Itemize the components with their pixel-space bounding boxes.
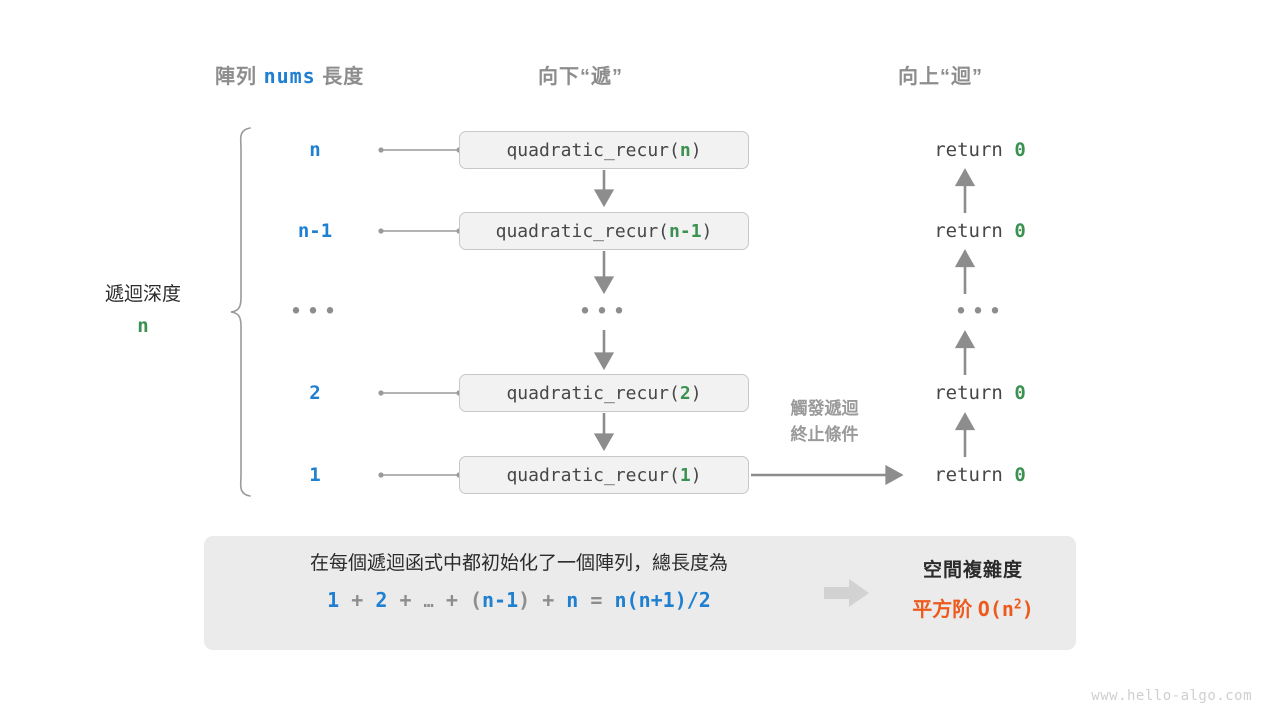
recursion-depth-text: 遞迴深度 <box>104 284 181 305</box>
formula-op-2: + <box>399 587 412 612</box>
summary-right-block: 空間複雜度 平方阶 O(n2) <box>880 555 1066 622</box>
termination-note-line1: 觸發遞迴 <box>790 399 859 418</box>
header-array-nums: nums <box>263 64 316 88</box>
return-statement: return 0 <box>880 139 1080 161</box>
formula-term-1: 1 <box>327 587 340 612</box>
return-value: 0 <box>1014 139 1026 161</box>
connector-line <box>378 147 462 153</box>
call-prefix: quadratic_recur( <box>506 464 680 486</box>
connector-line <box>378 472 462 478</box>
watermark: www.hello-algo.com <box>1091 688 1252 704</box>
complexity-notation: O(n <box>977 597 1014 621</box>
call-prefix: quadratic_recur( <box>495 220 670 242</box>
recursion-depth-label: 遞迴深度 n <box>78 281 208 340</box>
call-box[interactable]: quadratic_recur(1) <box>459 456 749 494</box>
summary-left-block: 在每個遞迴函式中都初始化了一個陣列，總長度為 1 + 2 + … + (n-1)… <box>224 550 814 612</box>
column-header-array-length: 陣列 nums 長度 <box>215 60 364 89</box>
return-value: 0 <box>1014 464 1026 486</box>
call-argument: 2 <box>679 382 691 404</box>
formula-equals: = <box>590 587 603 612</box>
return-statement: return 0 <box>880 464 1080 486</box>
return-ellipsis: ••• <box>954 299 1006 325</box>
call-suffix: ) <box>690 382 702 404</box>
curly-brace-icon <box>230 127 251 497</box>
formula-op-1: + <box>351 587 364 612</box>
call-chain-ellipsis: ••• <box>578 299 630 325</box>
array-length-value: 2 <box>309 382 321 404</box>
formula-rparen: ) <box>518 587 531 612</box>
call-prefix: quadratic_recur( <box>506 139 680 161</box>
call-box[interactable]: quadratic_recur(2) <box>459 374 749 412</box>
call-suffix: ) <box>690 139 702 161</box>
call-prefix: quadratic_recur( <box>506 382 680 404</box>
return-keyword: return <box>934 220 1003 242</box>
header-array-suffix: 長度 <box>322 66 365 88</box>
return-keyword: return <box>934 382 1003 404</box>
block-right-arrow-icon <box>824 579 869 607</box>
formula-op-3: + <box>445 587 458 612</box>
call-suffix: ) <box>701 220 713 242</box>
return-value: 0 <box>1014 382 1026 404</box>
complexity-value: 平方阶 O(n2) <box>880 593 1066 622</box>
termination-condition-note: 觸發遞迴 終止條件 <box>752 396 897 449</box>
call-box[interactable]: quadratic_recur(n-1) <box>459 212 749 250</box>
return-statement: return 0 <box>880 382 1080 404</box>
termination-note-line2: 終止條件 <box>790 425 859 445</box>
complexity-exponent: 2 <box>1013 597 1022 613</box>
call-argument: n-1 <box>669 220 702 242</box>
complexity-title: 空間複雜度 <box>922 560 1023 581</box>
connector-line <box>378 390 462 396</box>
summary-sentence: 在每個遞迴函式中都初始化了一個陣列，總長度為 <box>309 553 728 574</box>
header-array-prefix: 陣列 <box>215 66 257 88</box>
return-value: 0 <box>1014 220 1026 242</box>
array-length-value: n <box>309 139 321 161</box>
formula-lparen: ( <box>469 587 482 612</box>
formula-term-4: n <box>566 587 579 612</box>
return-keyword: return <box>934 464 1003 486</box>
summary-formula: 1 + 2 + … + (n-1) + n = n(n+1)/2 <box>224 588 814 612</box>
array-length-ellipsis: ••• <box>289 299 341 325</box>
formula-term-2: 2 <box>375 587 388 612</box>
summary-panel: 在每個遞迴函式中都初始化了一個陣列，總長度為 1 + 2 + … + (n-1)… <box>204 536 1076 650</box>
call-suffix: ) <box>690 464 702 486</box>
call-argument: n <box>679 139 691 161</box>
recursion-depth-value: n <box>137 314 149 337</box>
return-statement: return 0 <box>880 220 1080 242</box>
call-argument: 1 <box>679 464 691 486</box>
formula-op-4: + <box>542 587 555 612</box>
formula-result: n(n+1)/2 <box>614 587 711 612</box>
return-keyword: return <box>934 139 1003 161</box>
connector-line <box>378 228 462 234</box>
call-box[interactable]: quadratic_recur(n) <box>459 131 749 169</box>
column-header-ascend: 向上“迴” <box>898 66 983 88</box>
formula-term-3: n-1 <box>481 587 519 612</box>
array-length-value: n-1 <box>297 220 333 242</box>
array-length-value: 1 <box>309 464 321 486</box>
complexity-close-paren: ) <box>1021 597 1034 621</box>
complexity-order-label: 平方阶 <box>912 599 973 621</box>
formula-ellipsis: … <box>423 591 434 612</box>
column-header-descend: 向下“遞” <box>538 66 623 88</box>
